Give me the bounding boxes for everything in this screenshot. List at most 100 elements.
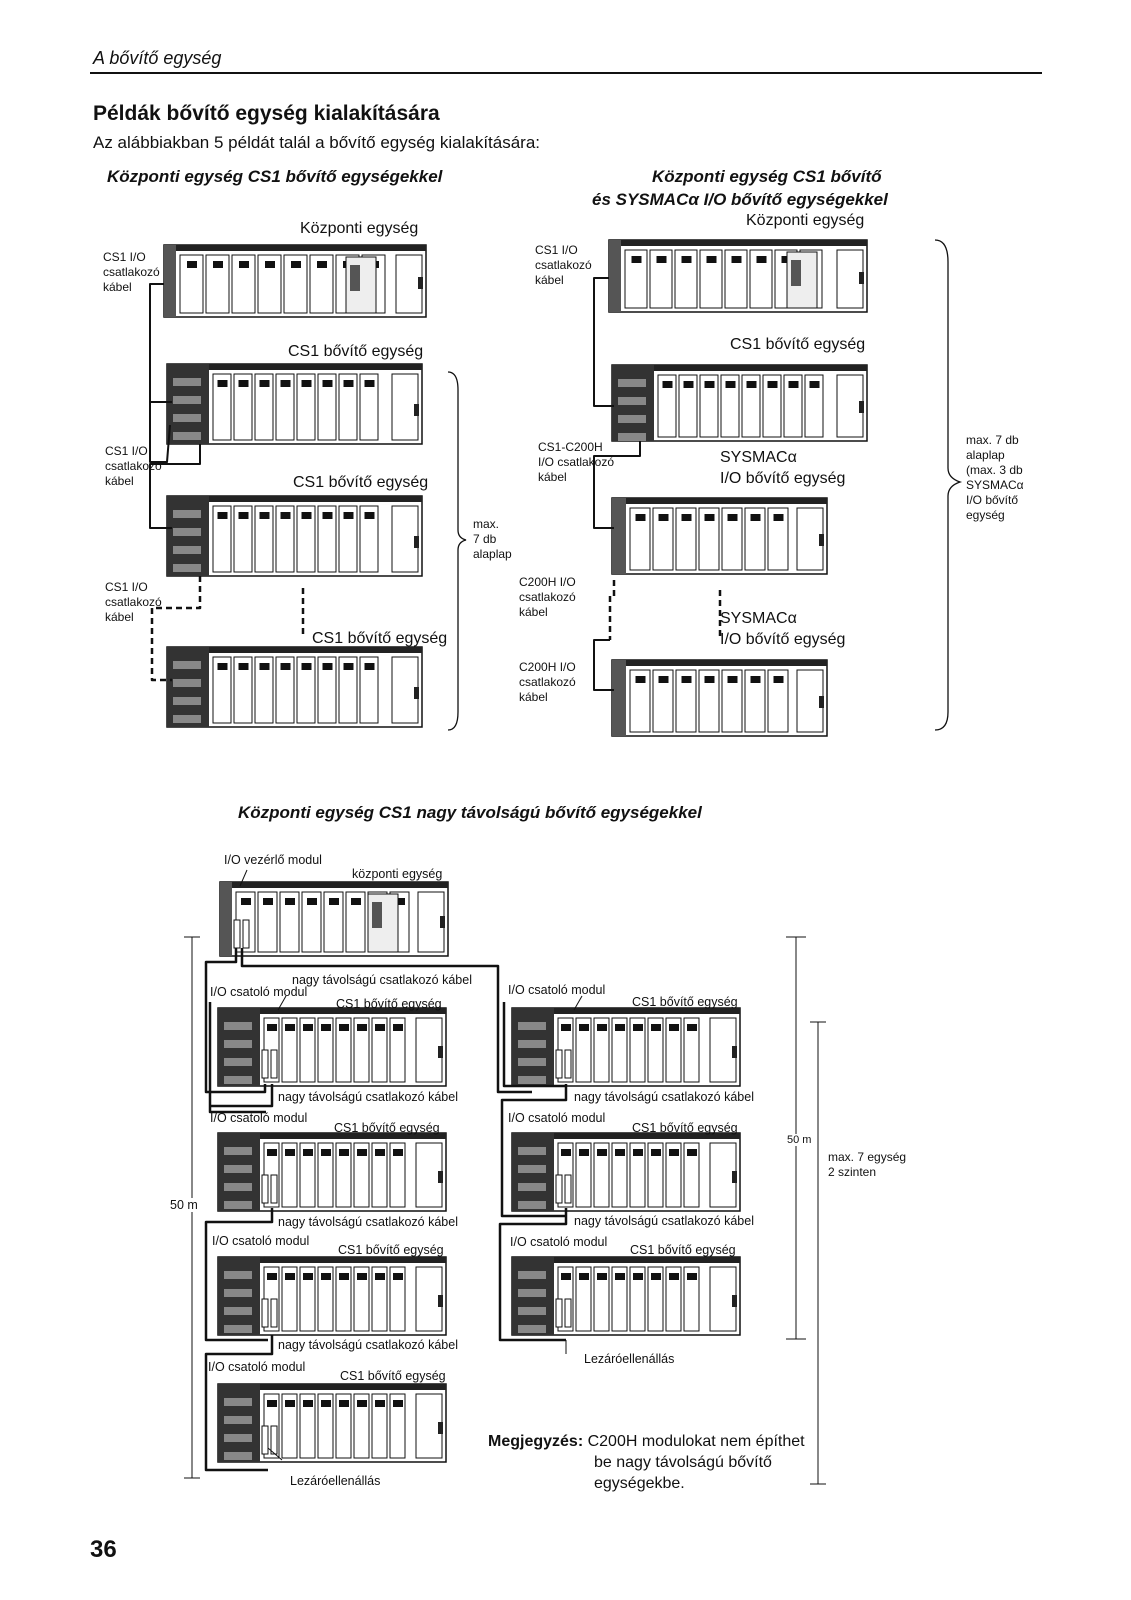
- d3-right-rack-3-slot-led: [579, 1273, 589, 1280]
- d1-exp-rack-2-slot: [317, 505, 337, 573]
- d2-exp-rack-slot-led: [683, 381, 694, 388]
- d1-exp-rack-1-slot: [317, 373, 337, 441]
- d1-exp-rack-1-rail: [167, 364, 422, 370]
- d3-left-rack-3-slot: [281, 1266, 298, 1332]
- d3-left-terminator-leader: [267, 1447, 283, 1461]
- d3-left-coupler-1-b: [270, 1049, 278, 1079]
- d1-cpu-rack-rail: [164, 245, 426, 251]
- diagram2-heading-line1: Központi egység CS1 bővítő: [652, 167, 882, 186]
- d3-cpu-rack-slot-led: [351, 898, 361, 905]
- d3-right-rack-1-slot-led: [633, 1024, 643, 1031]
- d3-cpu-coupler-b: [242, 919, 250, 949]
- d3-right-rack-3-slot: [683, 1266, 700, 1332]
- d3-right-rack-2-vent: [518, 1201, 546, 1209]
- diagram2-exp-label-1: CS1 bővítő egység: [730, 336, 866, 353]
- d2-cpu-rack-slot: [674, 249, 698, 309]
- d1-exp-rack-3-vent: [173, 661, 201, 669]
- d1-exp-rack-1-slot-led: [238, 380, 249, 387]
- d3-left-rack-1-end-mark: [438, 1046, 443, 1058]
- d2-exp-rack-vent: [618, 433, 646, 441]
- d3-left-rack-1-slot-led: [375, 1024, 385, 1031]
- d1-exp-rack-3-vent: [173, 715, 201, 723]
- d3-left-rack-2-slot: [335, 1142, 352, 1208]
- header-rule: [90, 72, 1042, 74]
- d3-cpu-rack-slot-led: [263, 898, 273, 905]
- d2-exp-rack-slot-led: [704, 381, 715, 388]
- d1-exp-rack-1-end: [391, 373, 419, 441]
- d3-left-rack-3-slot: [299, 1266, 316, 1332]
- d3-left-rack-3-slot-led: [357, 1273, 367, 1280]
- d3-right-rack-3-slot-led: [669, 1273, 679, 1280]
- d1-exp-rack-3-slot: [212, 656, 232, 724]
- d1-cpu-rack-slot-led: [239, 261, 249, 268]
- d3-right-rack-1-slot: [611, 1017, 628, 1083]
- d3-left-rack-3-slot: [371, 1266, 388, 1332]
- d3-left-rack-1-slot-led: [357, 1024, 367, 1031]
- d2-sysmac-rack-1-slot: [629, 507, 651, 571]
- d1-exp-rack-3-slot-led: [259, 663, 270, 670]
- d3-left-rack-4-slot-led: [357, 1400, 367, 1407]
- d3-left-rack-3-slot-led: [321, 1273, 331, 1280]
- io-coupler-label-l2: I/O csatoló modul: [210, 1111, 308, 1125]
- d3-right-rack-2-slot: [683, 1142, 700, 1208]
- d1-exp-rack-2-slot-led: [364, 512, 375, 519]
- exp-unit-label-r1: CS1 bővítő egység: [632, 995, 738, 1009]
- d2-cpu-rack-slot-led: [681, 256, 692, 263]
- d1-exp-rack-1-slot: [212, 373, 232, 441]
- d3-right-rack-1-slot: [629, 1017, 646, 1083]
- d1-brace: [447, 371, 467, 731]
- d1-exp-rack-1-slot-led: [364, 380, 375, 387]
- d2-exp-rack-end: [836, 374, 864, 438]
- d1-exp-rack-1-slot: [296, 373, 316, 441]
- d1-exp-rack-3-slot-led: [322, 663, 333, 670]
- d3-right-rack-3-slot-led: [633, 1273, 643, 1280]
- d1-exp-rack-3-slot-led: [364, 663, 375, 670]
- d2-sysmac-rack-1-slot: [744, 507, 766, 571]
- d2-sysmac-rack-1-slot-led: [704, 514, 715, 521]
- d2-exp-rack-slot-led: [788, 381, 799, 388]
- d2-cpu-rack-slot: [699, 249, 723, 309]
- d3-left-rack-2-slot: [389, 1142, 406, 1208]
- d3-right-rack-3-rail: [512, 1257, 740, 1263]
- d3-left-rack-3-vent: [224, 1307, 252, 1315]
- d3-right-coupler-2: [555, 1174, 563, 1204]
- d3-left-rack-2-slot: [299, 1142, 316, 1208]
- d3-left-rack-1-slot: [353, 1017, 370, 1083]
- note: Megjegyzés: C200H modulokat nem építhet …: [488, 1431, 805, 1494]
- d2-cpu-rack-slot-led: [706, 256, 717, 263]
- d3-io-control-leader: [239, 869, 248, 887]
- d1-exp-rack-1-end-mark: [414, 404, 419, 416]
- d3-left-rack-4-vent: [224, 1452, 252, 1460]
- d1-exp-rack-3-end: [391, 656, 419, 724]
- d3-left-rack-1-rail: [218, 1008, 446, 1014]
- d3-right-rack-3-slot-led: [615, 1273, 625, 1280]
- d3-right-coupler-3: [555, 1298, 563, 1328]
- d3-left-rack-1-slot-led: [339, 1024, 349, 1031]
- d3-right-rack-3-slot-led: [597, 1273, 607, 1280]
- io-coupler-label-r3: I/O csatoló modul: [510, 1235, 608, 1249]
- note-line-3: egységekbe.: [594, 1475, 685, 1492]
- d3-left-rack-2-vent: [224, 1183, 252, 1191]
- terminator-label-left: Lezáróellenállás: [290, 1474, 381, 1488]
- d3-cpu-rack-power: [220, 882, 232, 956]
- note-line-1: C200H modulokat nem építhet: [587, 1433, 805, 1450]
- d3-right-coupler-1-b: [564, 1049, 572, 1079]
- d3-left-coupler-2: [261, 1174, 269, 1204]
- d2-sysmac-rack-2-slot-led: [704, 676, 715, 683]
- d3-right-rack-2-vent: [518, 1165, 546, 1173]
- d1-exp-rack-3-slot-led: [238, 663, 249, 670]
- d2-sysmac-rack-1-rail: [612, 498, 827, 504]
- d3-left-rack-3-slot-led: [393, 1273, 403, 1280]
- d3-left-rack-4-slot-led: [267, 1400, 277, 1407]
- d3-cpu-rack-slot: [301, 891, 322, 953]
- d3-right-cable-1: [502, 1002, 566, 1088]
- d3-left-rack-4-rail: [218, 1384, 446, 1390]
- d3-left-rack-2-vent: [224, 1165, 252, 1173]
- d2-sysmac-rack-2-slot-led: [635, 676, 646, 683]
- d3-left-rack-1-slot: [389, 1017, 406, 1083]
- exp-unit-label-l3: CS1 bővítő egység: [338, 1243, 444, 1257]
- d3-left-rack-3-slot: [317, 1266, 334, 1332]
- d3-left-rack-1-slot-led: [321, 1024, 331, 1031]
- d3-left-rack-2-slot: [317, 1142, 334, 1208]
